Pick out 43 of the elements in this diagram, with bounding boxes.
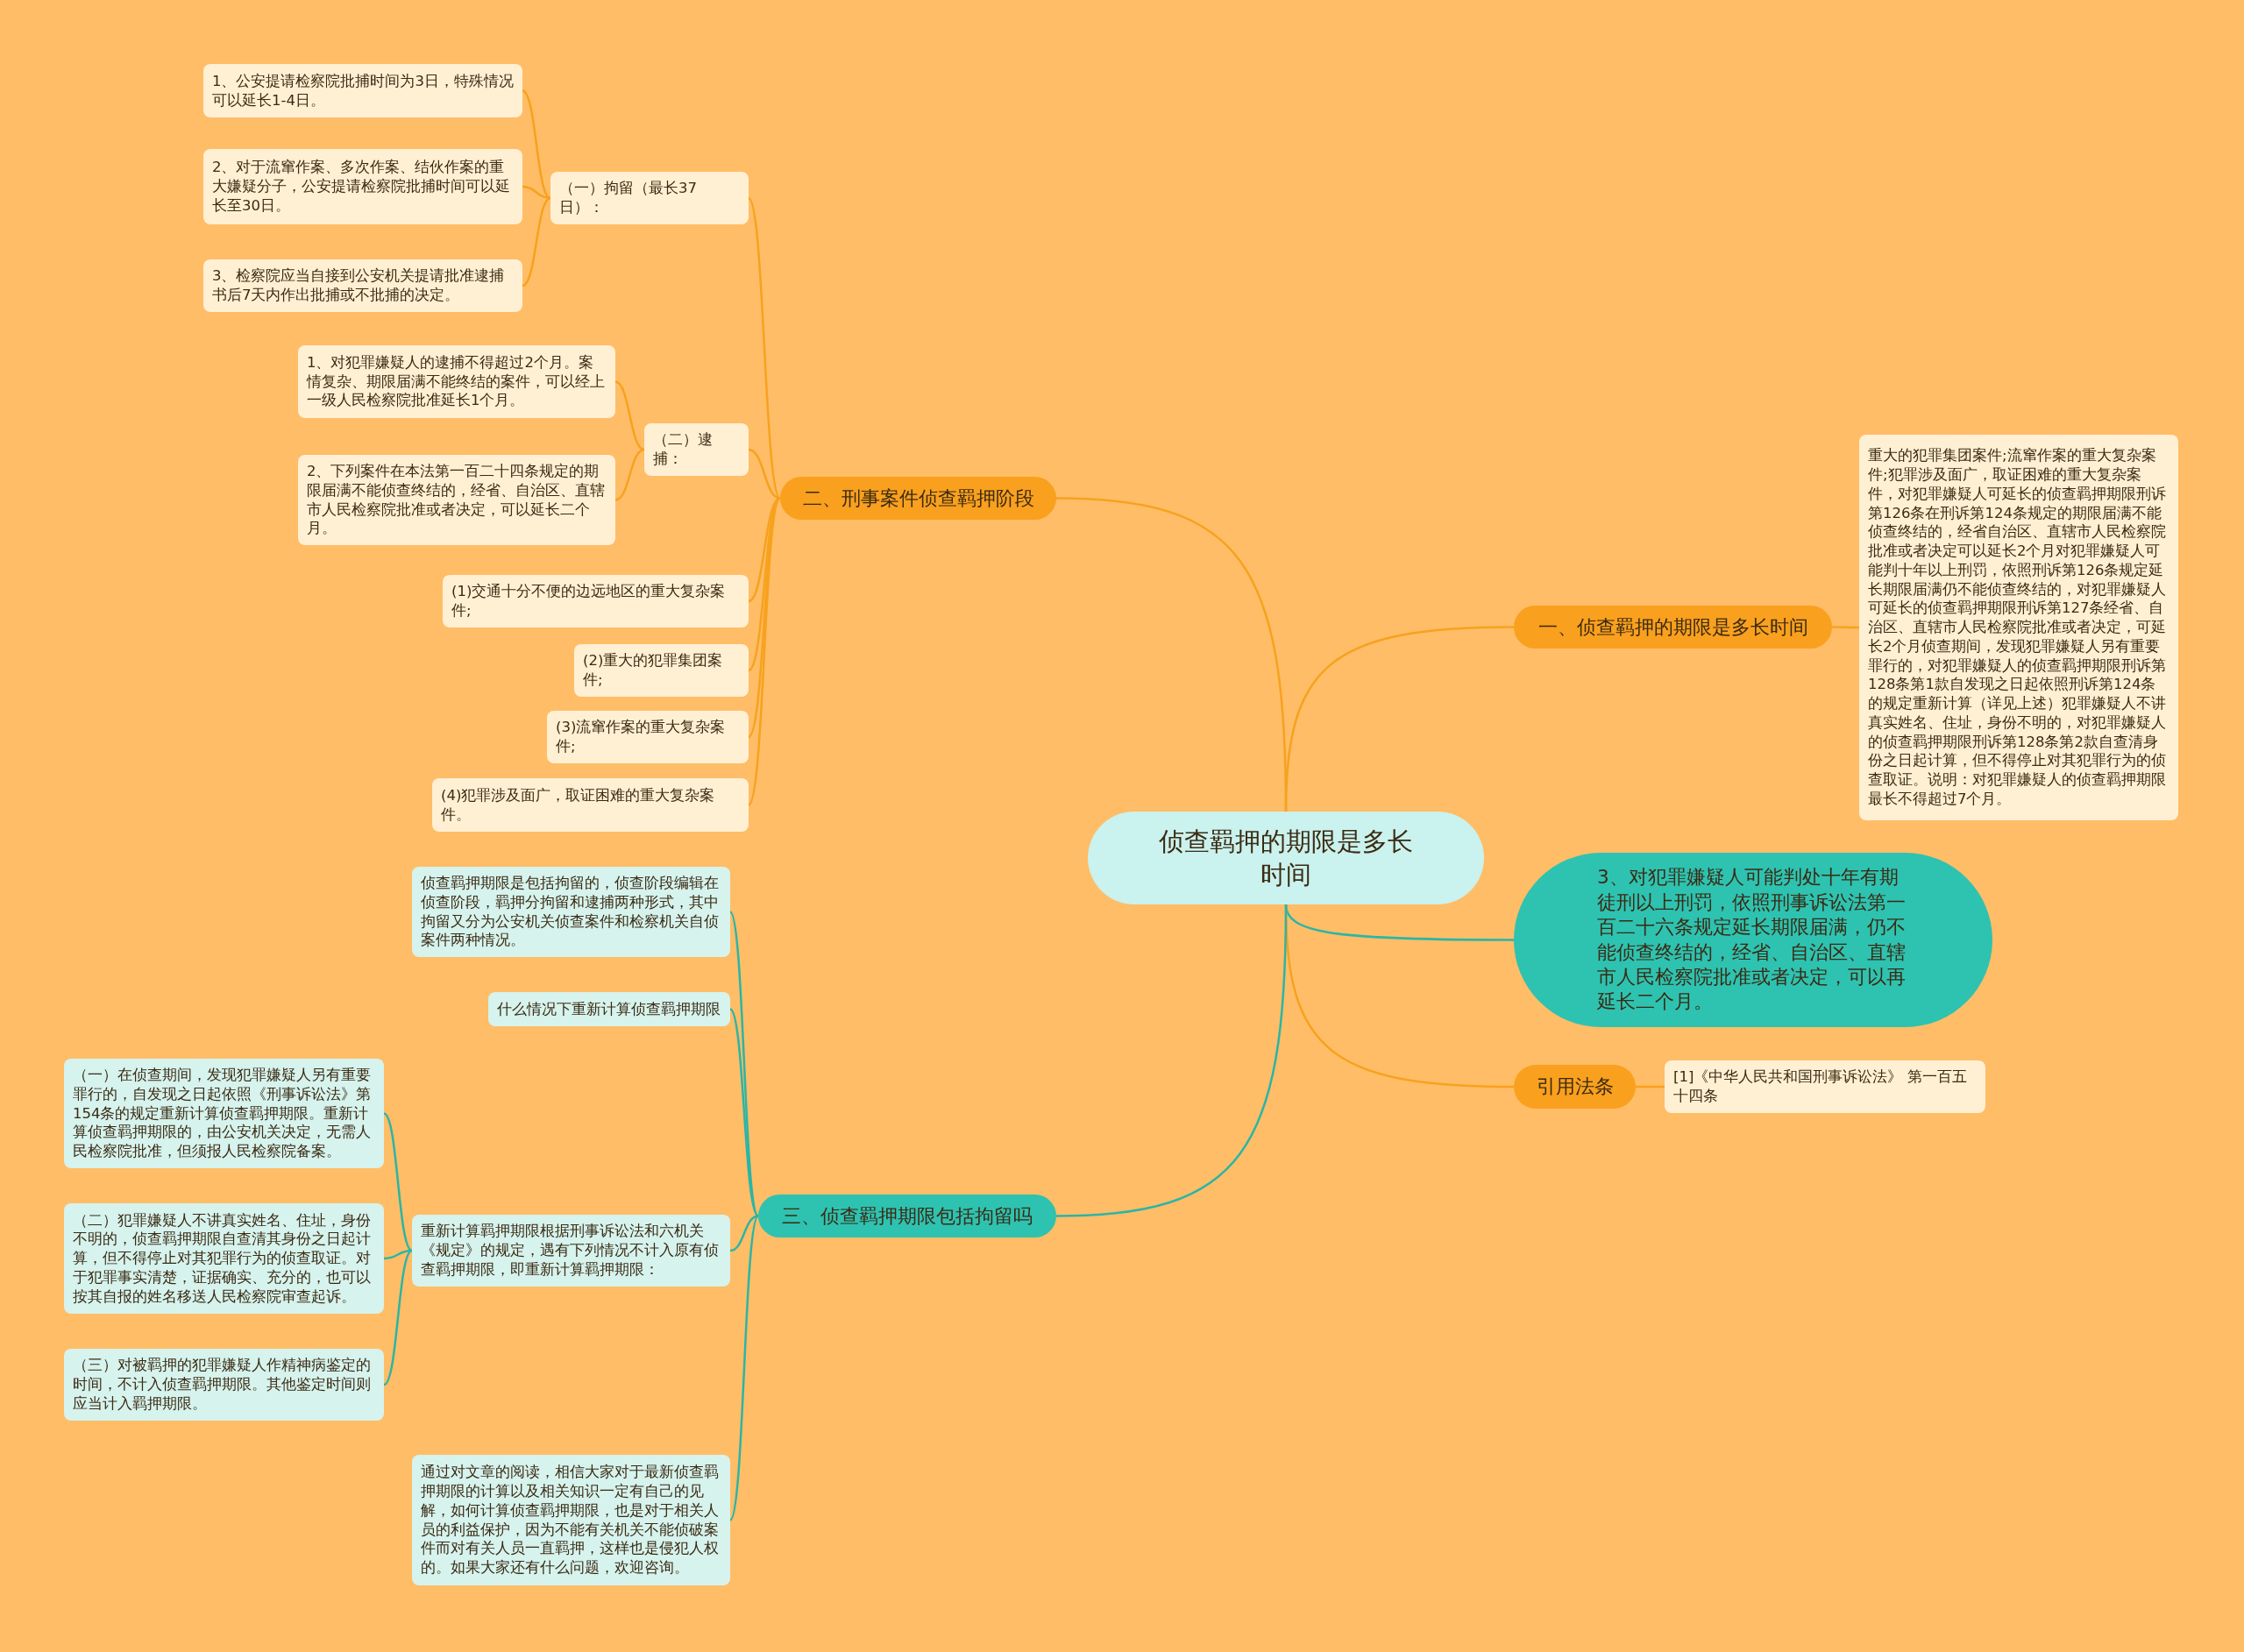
central-topic: 侦查羁押的期限是多长时间 — [1088, 812, 1484, 904]
branch-topic: 二、刑事案件侦查羁押阶段 — [780, 477, 1056, 520]
note-box: (4)犯罪涉及面广，取证困难的重大复杂案件。 — [432, 778, 749, 832]
note-box: (2)重大的犯罪集团案件; — [574, 644, 749, 697]
note-box: 什么情况下重新计算侦查羁押期限 — [488, 992, 730, 1026]
connector — [383, 1112, 413, 1251]
connector — [729, 1215, 759, 1252]
note-box: (3)流窜作案的重大复杂案件; — [547, 711, 749, 763]
connector — [1055, 904, 1288, 1217]
note-box: （一）在侦查期间，发现犯罪嫌疑人另有重要罪行的，自发现之日起依照《刑事诉讼法》第154条的规定重新计算侦查羁押期限。重新计算侦查羁押期限的，由公安机关决定，无需人民检察院批准，但须报人民检察院备案。 — [64, 1059, 384, 1168]
branch-topic: 引用法条 — [1514, 1065, 1636, 1109]
note-box: 2、下列案件在本法第一百二十四条规定的期限届满不能侦查终结的，经省、自治区、直辖市人民检察院批准或者决定，可以延长二个月。 — [298, 455, 615, 546]
note-box: 2、对于流窜作案、多次作案、结伙作案的重大嫌疑分子，公安提请检察院批捕时间可以延长至30日。 — [203, 149, 522, 224]
branch-topic: 三、侦查羁押期限包括拘留吗 — [758, 1195, 1056, 1237]
connector — [728, 1215, 760, 1521]
connector — [747, 197, 782, 500]
connector — [1055, 497, 1288, 812]
connector — [383, 1249, 413, 1260]
note-box: （二）犯罪嫌疑人不讲真实姓名、住址，身份不明的，侦查羁押期限自查清其身份之日起计算，但不得停止对其犯罪行为的侦查取证。对于犯罪事实清楚，证据确实、充分的，也可以按其自报的姓名移送人民检察院审查起诉。 — [64, 1203, 384, 1314]
note-box: 重大的犯罪集团案件;流窜作案的重大复杂案件;犯罪涉及面广，取证困难的重大复杂案件，对犯罪嫌疑人可延长的侦查羁押期限刑诉第126条在刑诉第124条规定的期限届满不能侦查终结的，经省自治区、直辖市人民检察院批准或者决定可以延长2个月对犯罪嫌疑人可能判十年以上刑罚，依照刑诉第126条规定延长期限届满仍不能侦查终结的，对犯罪嫌疑人可延长的侦查羁押期限刑诉第127条经省、自治区、直辖市人民检察院批准或者决定，可延长2个月侦查期间，发现犯罪嫌疑人另有重要罪行的，对犯罪嫌疑人的侦查羁押期限刑诉第128条第1款自发现之日起依照刑诉第124条的规定重新计算（详见上述）犯罪嫌疑人不讲真实姓名、住址，身份不明的，对犯罪嫌疑人的侦查羁押期限刑诉第128条第2款自查清身份之日起计算，但不得停止对其犯罪行为的侦查取证。说明：对犯罪嫌疑人的侦查羁押期限最长不得超过7个月。 — [1859, 435, 2178, 820]
reference-box: [1]《中华人民共和国刑事诉讼法》 第一百五十四条 — [1665, 1060, 1985, 1113]
note-box: （三）对被羁押的犯罪嫌疑人作精神病鉴定的时间，不计入侦查羁押期限。其他鉴定时间则应当计入羁押期限。 — [64, 1349, 384, 1421]
connector — [1284, 904, 1514, 941]
subtopic-box: （二）逮捕： — [644, 423, 749, 476]
connector — [614, 448, 645, 501]
note-box: 1、公安提请检察院批捕时间为3日，特殊情况可以延长1-4日。 — [203, 64, 522, 117]
note-box: 3、检察院应当自接到公安机关提请批准逮捕书后7天内作出批捕或不批捕的决定。 — [203, 259, 522, 312]
connector — [383, 1250, 413, 1386]
note-box: 重新计算羁押期限根据刑事诉讼法和六机关《规定》的规定，遇有下列情况不计入原有侦查羁押期限，即重新计算羁押期限： — [412, 1215, 730, 1287]
subtopic-box: （一）拘留（最长37日）： — [550, 172, 749, 224]
note-box: 侦查羁押期限是包括拘留的，侦查阶段编辑在侦查阶段，羁押分拘留和逮捕两种形式，其中拘留又分为公安机关侦查案件和检察机关自侦案件两种情况。 — [412, 867, 730, 958]
connector — [522, 185, 551, 200]
connector — [748, 448, 781, 500]
connector — [614, 380, 645, 451]
connector — [1832, 626, 1859, 629]
note-box: (1)交通十分不便的边远地区的重大复杂案件; — [443, 575, 749, 627]
connector — [729, 1008, 759, 1217]
connector — [522, 196, 551, 287]
note-box: 通过对文章的阅读，相信大家对于最新侦查羁押期限的计算以及相关知识一定有自己的见解，如何计算侦查羁押期限，也是对于相关人员的利益保护，因为不能有关机关不能侦破案件而对有关人员一直羁押，这样也是侵犯人权的。如果大家还有什么问题，欢迎咨询。 — [412, 1455, 730, 1585]
connector — [522, 89, 551, 200]
note-box: 1、对犯罪嫌疑人的逮捕不得超过2个月。案情复杂、期限届满不能终结的案件，可以经上一级人民检察院批准延长1个月。 — [298, 345, 615, 418]
branch-topic: 一、侦查羁押的期限是多长时间 — [1514, 606, 1832, 649]
connector — [1636, 1085, 1665, 1088]
